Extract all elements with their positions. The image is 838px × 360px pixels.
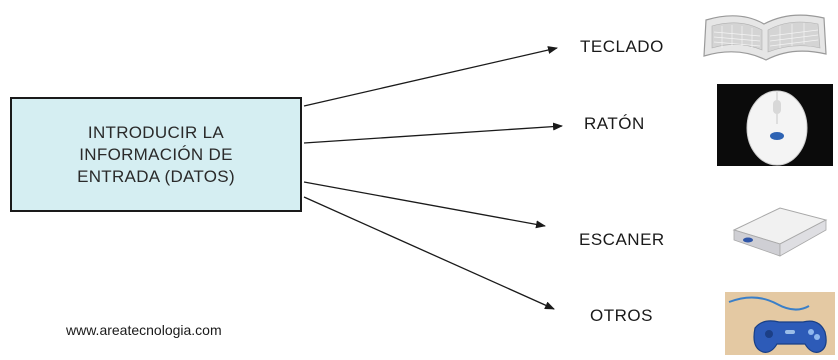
keyboard-icon: [700, 6, 830, 68]
scanner-icon: [726, 196, 831, 262]
input-data-text: INTRODUCIR LA INFORMACIÓN DE ENTRADA (DA…: [77, 122, 235, 188]
arrow-escaner: [303, 181, 546, 229]
input-data-box: INTRODUCIR LA INFORMACIÓN DE ENTRADA (DA…: [10, 97, 302, 212]
gamepad-icon: [725, 292, 835, 355]
label-teclado: TECLADO: [580, 37, 664, 56]
label-raton: RATÓN: [584, 114, 645, 133]
input-data-line-1: INTRODUCIR LA: [87, 122, 225, 142]
input-data-line-3: ENTRADA (DATOS): [77, 166, 235, 186]
arrow-otros: [303, 196, 555, 310]
arrow-teclado: [303, 46, 558, 107]
label-escaner: ESCANER: [579, 230, 665, 249]
label-otros: OTROS: [590, 306, 653, 325]
footer-url: www.areatecnologia.com: [66, 322, 222, 338]
mouse-icon: [717, 84, 833, 166]
arrow-raton: [303, 122, 563, 144]
input-data-line-2: INFORMACIÓN DE: [79, 144, 233, 164]
